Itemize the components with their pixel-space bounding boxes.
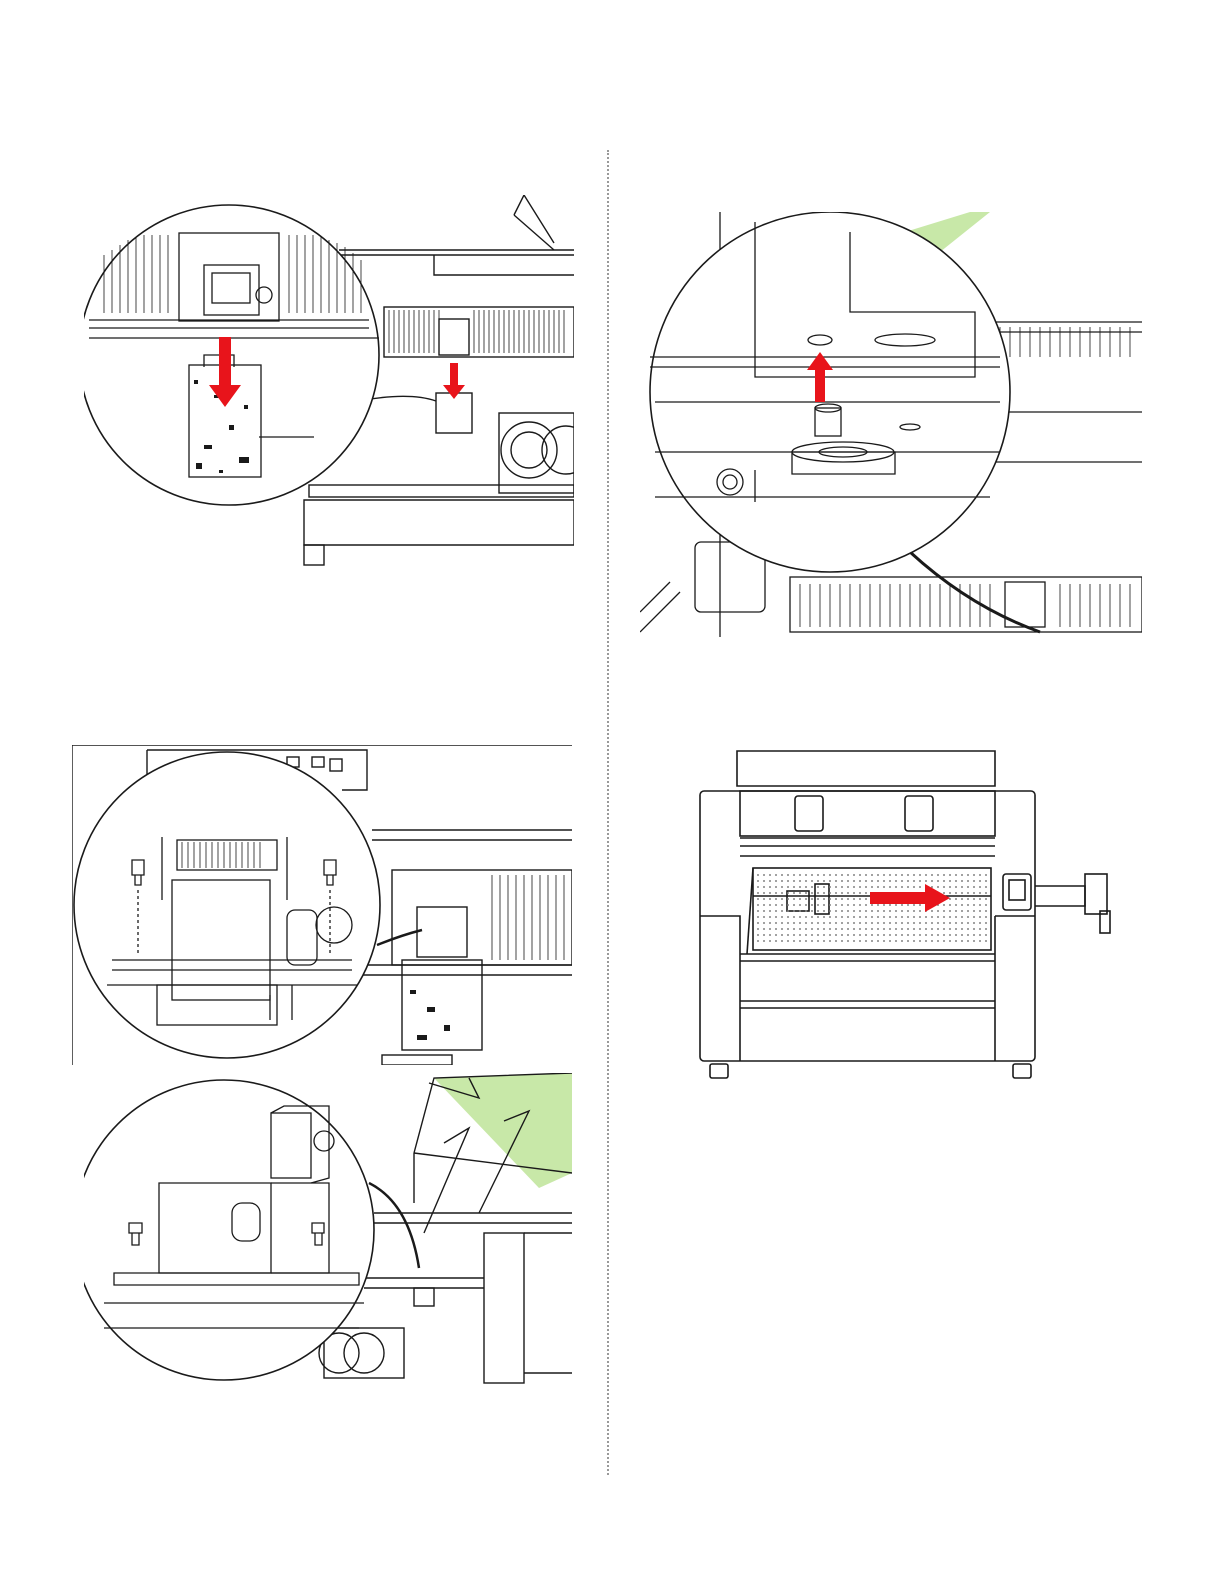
lid-open-mount-plate-illustration — [84, 1073, 572, 1388]
install-module-screws-illustration — [72, 745, 572, 1065]
column-divider — [607, 150, 609, 1475]
remove-carriage-module-illustration — [84, 195, 574, 570]
machine-front-gantry-arrow-illustration — [695, 746, 1115, 1086]
align-pin-illustration — [640, 212, 1142, 637]
